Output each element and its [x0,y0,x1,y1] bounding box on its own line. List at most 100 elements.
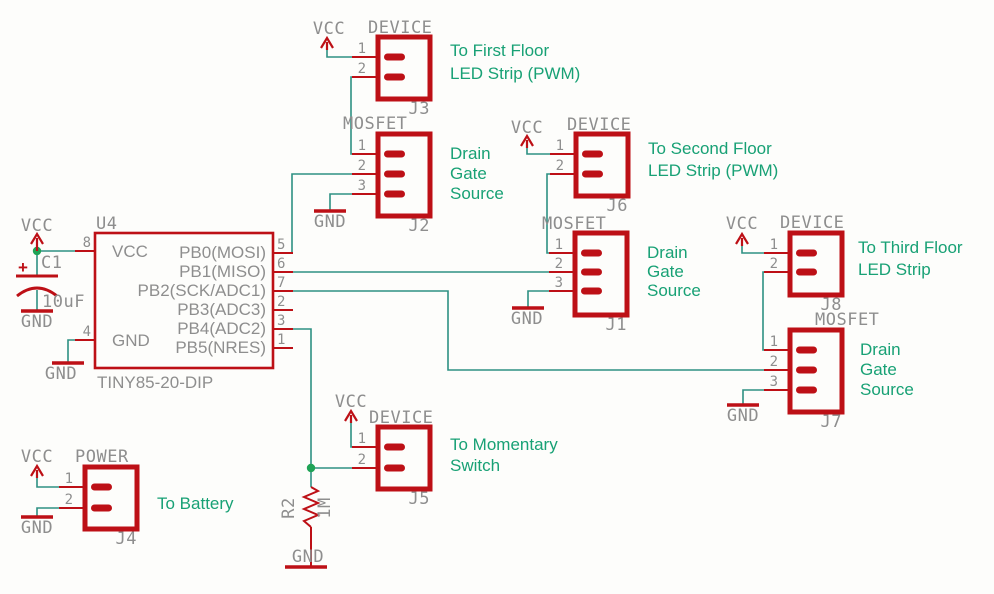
u4-pin3-number: 3 [277,313,285,329]
c1-polarity: + [18,258,28,277]
j2-note-drain: Drain [450,144,491,163]
connector-j1: MOSFET 1 2 3 J1 Drain Gate Source [542,214,701,335]
j7-type-label: MOSFET [815,310,879,330]
j8-pin2-number: 2 [770,256,778,272]
wire-j4-pin2-to-gnd [36,507,60,517]
j5-pin1-number: 1 [358,431,366,447]
wire-vcc-to-j5-pin1 [350,423,352,448]
j1-note-drain: Drain [647,243,688,262]
j4-type-label: POWER [75,447,129,467]
j8-pin2-contact [796,268,817,276]
j7-pin2-number: 2 [770,354,778,370]
j8-type-label: DEVICE [780,213,844,233]
wire-u4-pb4-to-j5-pin2 [293,328,352,469]
vcc-label: VCC [726,214,758,234]
j4-body [82,464,140,532]
vcc-arrow-icon [344,408,358,423]
j1-type-label: MOSFET [542,214,606,234]
j8-pin1-number: 1 [770,237,778,253]
u4-pin2-name: PB3(ADC3) [177,300,266,319]
u4-pin1-name: PB5(NRES) [175,338,266,357]
wire-j8-pin2-to-j7-drain [762,271,765,351]
j7-note-drain: Drain [860,340,901,359]
j1-pin3-contact [581,287,602,295]
j2-refdes: J2 [409,216,430,236]
connector-j5: DEVICE 1 2 J5 To Momentary Switch [352,408,558,509]
gnd-label: GND [314,212,346,232]
vcc-arrow-icon [30,463,44,478]
j4-note-line1: To Battery [157,494,234,513]
j3-type-label: DEVICE [368,18,432,38]
j6-pin2-contact [582,170,603,178]
j7-pin3-contact [796,386,817,394]
r2-value: 1M [315,497,335,518]
u4-pin4-number: 4 [83,324,91,340]
connector-j3: DEVICE 1 2 J3 To First Floor LED Strip (… [352,18,580,119]
vcc-symbol-c1: VCC [21,216,53,251]
vcc-arrow-icon [30,231,44,251]
vcc-symbol-j4: VCC [21,447,53,478]
j2-pin1-contact [384,150,405,158]
u4-pin4-name: GND [112,331,150,350]
j7-refdes: J7 [821,412,842,432]
capacitor-c1: + C1 10uF [16,253,85,312]
connector-j8: DEVICE 1 2 J8 To Third Floor LED Strip [764,213,963,315]
u4-pin8-name: VCC [112,242,148,261]
j3-note-line2: LED Strip (PWM) [450,64,580,83]
gnd-label: GND [292,547,324,567]
wire-j1-source-to-gnd [527,290,549,308]
j8-refdes: J8 [821,295,842,315]
j6-note-line1: To Second Floor [648,139,772,158]
j5-type-label: DEVICE [369,408,433,428]
gnd-symbol-c1: GND [21,309,53,332]
j5-body [375,424,433,492]
j6-pin1-number: 1 [556,138,564,154]
j2-pin1-number: 1 [358,138,366,154]
j1-pin2-contact [581,268,602,276]
u4-pin6-name: PB1(MISO) [179,262,266,281]
vcc-symbol-j3: VCC [313,19,345,50]
j3-note-line1: To First Floor [450,41,550,60]
j6-pin2-number: 2 [556,158,564,174]
gnd-symbol-u4: GND [45,361,84,384]
r2-refdes: R2 [279,497,299,518]
j7-pin3-number: 3 [770,374,778,390]
j2-pin2-number: 2 [358,158,366,174]
c1-value: 10uF [42,292,85,312]
j1-note-gate: Gate [647,262,684,281]
j7-note-source: Source [860,380,914,399]
connector-j4: POWER 1 2 J4 To Battery [59,447,234,549]
j3-refdes: J3 [409,99,430,119]
ic-u4: U4 TINY85-20-DIP 8 VCC 4 GND 5 PB0(MOSI)… [75,214,293,392]
resistor-r2: R2 1M [279,486,335,528]
u4-pin7-number: 7 [277,275,285,291]
j3-body [375,34,433,102]
vcc-label: VCC [511,118,543,138]
u4-pin7-name: PB2(SCK/ADC1) [138,281,266,300]
j7-pin2-contact [796,366,817,374]
gnd-symbol-j4: GND [21,515,53,538]
vcc-symbol-j6: VCC [511,118,543,148]
j4-pin2-contact [91,504,112,512]
j6-pin1-contact [582,150,603,158]
j2-type-label: MOSFET [343,114,407,134]
gnd-symbol-j7: GND [727,403,759,426]
j6-note-line2: LED Strip (PWM) [648,161,778,180]
gnd-label: GND [21,518,53,538]
vcc-symbol-j8: VCC [726,214,758,246]
gnd-symbol-j2: GND [314,209,346,232]
connector-j2: MOSFET 1 2 3 J2 Drain Gate Source [343,114,504,236]
j4-pin1-number: 1 [65,471,73,487]
j3-pin2-number: 2 [358,61,366,77]
vcc-symbol-j5: VCC [335,392,367,423]
wire-j3-pin2-to-j2-drain [350,76,352,155]
wire-u4-pin4-to-gnd [67,339,75,363]
u4-pin6-number: 6 [277,256,285,272]
wire-vcc-to-j4-pin1 [36,478,60,488]
vcc-label: VCC [21,447,53,467]
vcc-label: VCC [335,392,367,412]
j7-pin1-number: 1 [770,334,778,350]
u4-pin5-number: 5 [277,237,285,253]
